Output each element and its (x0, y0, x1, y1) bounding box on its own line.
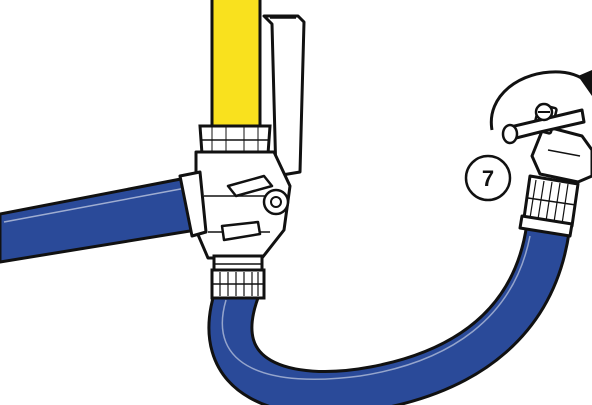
valve-outlet-coupling (212, 256, 264, 298)
left-hose (0, 178, 196, 262)
pipe-nut (200, 126, 270, 154)
step-badge: 7 (466, 156, 510, 200)
tap-coupling (520, 176, 578, 236)
step-number: 7 (482, 166, 494, 191)
gas-pipe (212, 0, 260, 128)
valve-body (180, 152, 290, 258)
connecting-hose (222, 228, 548, 393)
cross-handle-tap (503, 104, 592, 182)
